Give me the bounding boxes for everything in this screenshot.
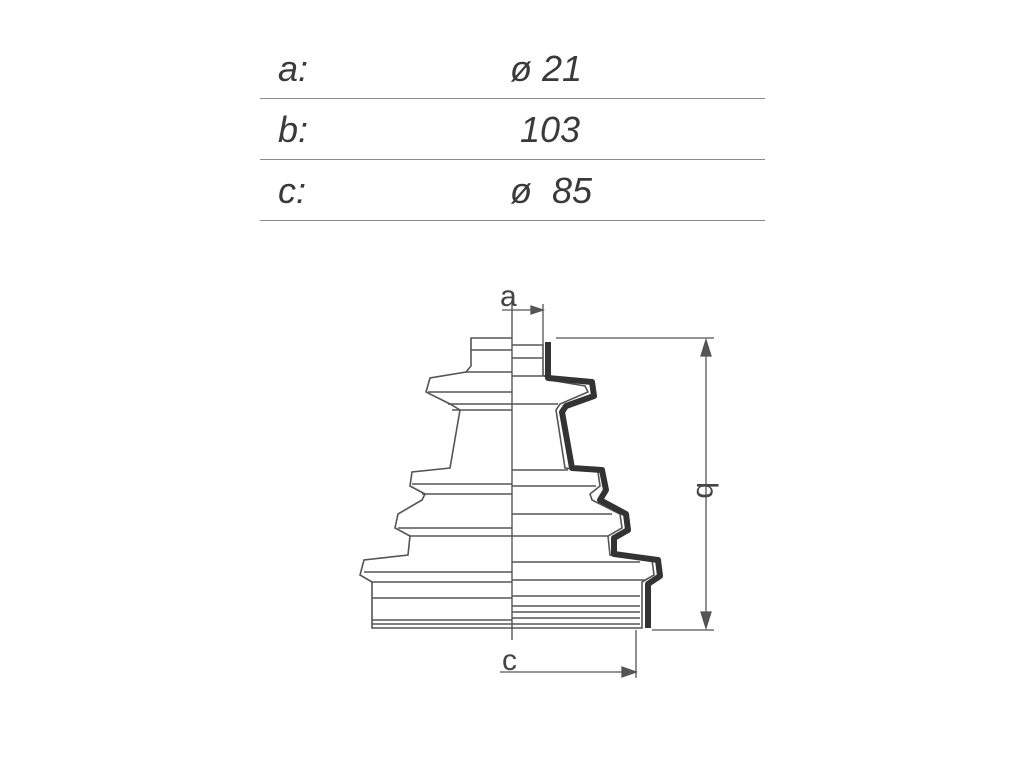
boot-left-outline <box>359 337 512 629</box>
dimension-label-b: b <box>690 482 723 499</box>
boot-right-section <box>512 344 655 629</box>
dimension-row-b: b: 103 <box>260 99 765 160</box>
dimension-row-a: a: ø 21 <box>260 38 765 99</box>
dimension-table: a: ø 21 b: 103 c: ø 85 <box>260 38 765 221</box>
dimension-value: ø 85 <box>510 170 593 211</box>
dimension-c-marker <box>500 630 638 678</box>
boot-wall-profile <box>545 342 663 628</box>
dimension-b-marker <box>556 337 714 631</box>
dimension-key: a: <box>278 48 309 89</box>
dimension-value: 103 <box>510 109 581 150</box>
dimension-value: ø 21 <box>510 48 583 89</box>
dimension-label-a: a <box>500 280 517 313</box>
dimension-row-c: c: ø 85 <box>260 160 765 221</box>
dimension-label-c: c <box>502 644 517 677</box>
dimension-a-marker <box>502 304 546 345</box>
dimension-key: b: <box>278 109 309 150</box>
dimension-key: c: <box>278 170 307 211</box>
